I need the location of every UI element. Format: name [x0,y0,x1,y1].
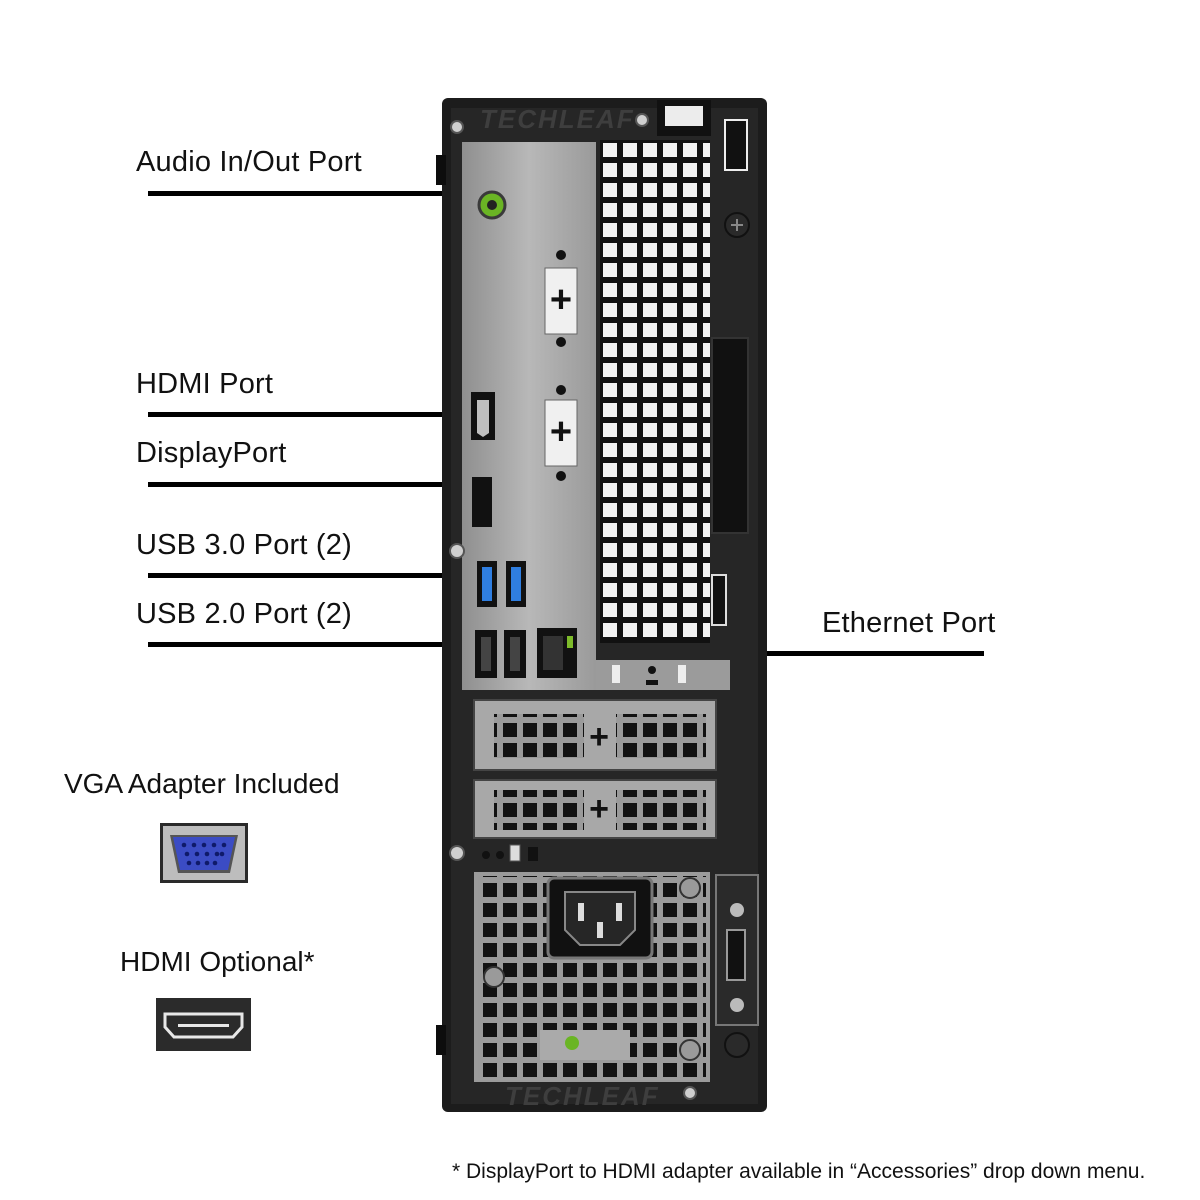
svg-text:+: + [589,790,609,828]
footnote: * DisplayPort to HDMI adapter available … [452,1160,1146,1183]
displayport-label: DisplayPort [136,437,287,469]
hdmi-connector-icon [156,998,251,1051]
hdmi-port-leader [148,412,460,417]
ethernet-port-leader [586,651,984,656]
usb3-port-label: USB 3.0 Port (2) [136,529,352,561]
audio-port-leader [148,191,460,196]
ethernet-port-label: Ethernet Port [822,607,996,639]
usb2-port-label: USB 2.0 Port (2) [136,598,352,630]
svg-text:+: + [550,411,572,453]
svg-text:+: + [589,718,609,756]
vga-adapter-label: VGA Adapter Included [64,768,340,799]
hdmi-optional-label: HDMI Optional* [120,946,315,977]
vga-connector-icon [160,823,248,883]
displayport [472,477,492,527]
usb3-port-leader [148,573,460,578]
hdmi-port-label: HDMI Port [136,368,274,400]
audio-port-label: Audio In/Out Port [136,146,362,178]
top-vent [600,140,710,643]
svg-text:+: + [550,279,572,321]
watermark-bottom: TECHLEAF [505,1081,660,1111]
usb2-port-leader [148,642,460,647]
displayport-leader [148,482,460,487]
watermark-top: TECHLEAF [480,104,635,134]
